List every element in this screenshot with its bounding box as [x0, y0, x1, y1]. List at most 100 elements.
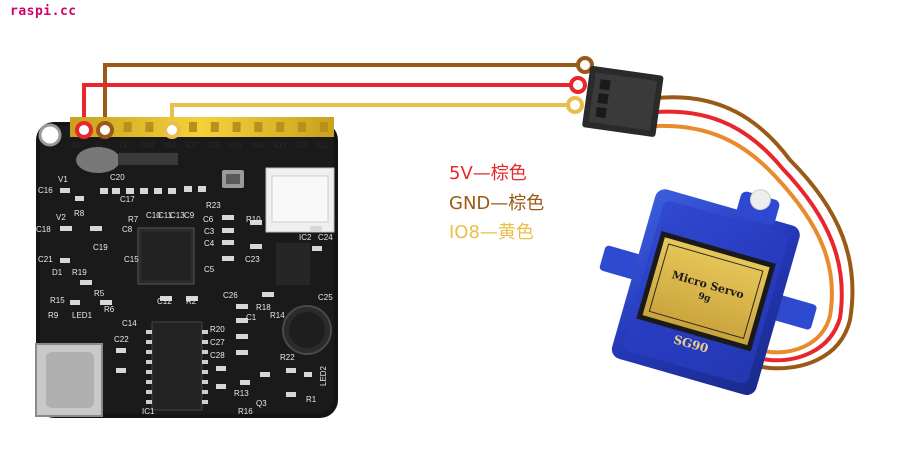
wire-end-yellow	[566, 96, 584, 114]
silk-c14: C14	[122, 319, 137, 328]
silk-r23: R23	[206, 201, 221, 210]
header-pin	[123, 122, 132, 132]
silk-ic1: IC1	[142, 407, 155, 416]
header-pin	[210, 122, 219, 132]
legend-gnd: GND—棕色	[449, 189, 544, 215]
servo-connector	[582, 65, 664, 137]
silk-r15: R15	[50, 296, 65, 305]
legend-io8-text: IO8—黄色	[449, 222, 534, 243]
wire-end-red	[569, 76, 587, 94]
silk-q3: Q3	[256, 399, 267, 408]
ic1-leg	[202, 350, 208, 354]
mount-hole-tl	[38, 123, 62, 147]
pin-label-io5: IO5	[229, 141, 242, 150]
silk-c8: C8	[122, 225, 133, 234]
silk-r20: R20	[210, 325, 225, 334]
silk-led1: LED1	[72, 311, 93, 320]
legend-gnd-text: GND—棕色	[449, 193, 545, 214]
ic1-leg	[146, 390, 152, 394]
header-pin	[319, 122, 328, 132]
silk-r14: R14	[270, 311, 285, 320]
servo-assembly: Micro Servo 9g SG90	[582, 65, 855, 396]
silk-c17: C17	[120, 195, 135, 204]
pin-label-io7: IO7	[185, 141, 198, 150]
silk-r13: R13	[234, 389, 249, 398]
pin-label-io1: IO1	[315, 141, 328, 150]
silk-r2: R2	[186, 297, 197, 306]
ic1-leg	[202, 340, 208, 344]
silk-c1: C1	[246, 313, 257, 322]
ic1-leg	[202, 360, 208, 364]
silk-c16: C16	[38, 186, 53, 195]
ic1-leg	[202, 380, 208, 384]
pin-label-io3: IO3	[273, 141, 286, 150]
pin-label-io6: IO6	[207, 141, 220, 150]
silk-c20: C20	[110, 173, 125, 182]
silk-v1: V1	[58, 175, 68, 184]
ic1-leg	[146, 330, 152, 334]
silk-c9: C9	[184, 211, 195, 220]
silk-r16: R16	[238, 407, 253, 416]
silk-c19: C19	[93, 243, 108, 252]
pin-contact-5v	[75, 121, 93, 139]
ic1-leg	[202, 400, 208, 404]
silk-c24: C24	[318, 233, 333, 242]
ic2-chip	[276, 243, 310, 285]
ic1-leg	[202, 370, 208, 374]
pin-label-5v: 5V	[72, 141, 82, 150]
silk-c13: C13	[170, 211, 185, 220]
silk-c21: C21	[38, 255, 53, 264]
ic1-leg	[146, 370, 152, 374]
silk-ic2: IC2	[299, 233, 312, 242]
silk-c15: C15	[124, 255, 139, 264]
smd-components	[60, 186, 322, 397]
silk-c18: C18	[36, 225, 51, 234]
servo-cable	[654, 95, 855, 371]
silk-r9: R9	[48, 311, 59, 320]
silk-r6: R6	[104, 305, 115, 314]
legend-5v-text: 5V—棕色	[449, 163, 527, 184]
wire-red-5v	[82, 83, 578, 130]
servo-body: Micro Servo 9g SG90	[599, 189, 817, 396]
silk-r18: R18	[256, 303, 271, 312]
watermark-text: raspi.cc	[10, 4, 77, 19]
ic1-chip	[151, 321, 203, 411]
silk-d1: D1	[52, 268, 63, 277]
ic1-leg	[146, 360, 152, 364]
silk-r22: R22	[280, 353, 295, 362]
silk-led2: LED2	[319, 365, 328, 386]
ic1-leg	[146, 400, 152, 404]
servo-weight-text: 9g	[697, 291, 713, 304]
pin-label-io8: IO8	[163, 141, 176, 150]
wire-brown-gnd	[103, 63, 585, 130]
servo-label	[636, 231, 776, 352]
legend-5v: 5V—棕色	[449, 159, 527, 185]
pin-contact-gnd	[96, 121, 114, 139]
ic1-leg	[146, 380, 152, 384]
silk-r19: R19	[72, 268, 87, 277]
silk-r5: R5	[94, 289, 105, 298]
legend-io8: IO8—黄色	[449, 218, 534, 244]
ic1-leg	[146, 340, 152, 344]
wire-end-brown	[576, 56, 594, 74]
silk-c12: C12	[157, 297, 172, 306]
silk-v2: V2	[56, 213, 66, 222]
header-pin	[254, 122, 263, 132]
pin-label-io4: IO4	[251, 141, 264, 150]
silk-c23: C23	[245, 255, 260, 264]
silk-c28: C28	[210, 351, 225, 360]
silk-c4: C4	[204, 239, 215, 248]
ic1-leg	[202, 390, 208, 394]
board-logo	[76, 147, 120, 173]
pin-label-dat: DAT	[140, 141, 156, 150]
pin-label-tx: TX	[118, 141, 129, 150]
jumper-wires	[82, 56, 594, 130]
silkscreen-labels: C16 V1 V2 C18 R7 C8 C19 C21 D1 R19 R15 R…	[36, 173, 333, 416]
silk-c25: C25	[318, 293, 333, 302]
silk-r8: R8	[74, 209, 85, 218]
silk-r1: R1	[306, 395, 317, 404]
servo-shaft	[749, 189, 771, 211]
silk-c26: C26	[223, 291, 238, 300]
silk-c11: C11	[158, 211, 173, 220]
